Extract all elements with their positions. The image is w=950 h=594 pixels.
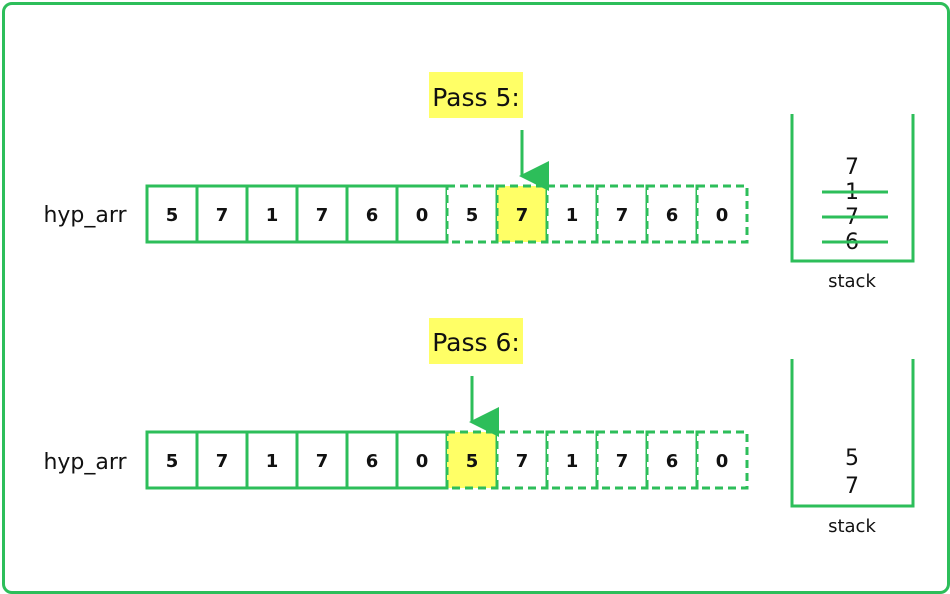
array-cell-value: 7 [216,205,229,226]
stack-values: 57 [845,446,859,499]
pass-label-highlight [429,318,523,364]
array-cell-value: 6 [666,451,679,472]
array-cell-value: 6 [366,451,379,472]
array-cell-dashed [545,430,599,490]
stack-value: 7 [845,155,859,180]
array-cell-value: 1 [566,451,579,472]
pass-label-highlight [429,72,523,118]
stack-value: 7 [845,474,859,499]
array-cell-value: 7 [316,451,329,472]
array-cell-dashed [695,184,749,244]
array-cell-value: 5 [166,451,179,472]
array-cell [145,430,199,490]
pass-label: Pass 5: [432,83,520,112]
array-label: hyp_arr [43,450,127,475]
array-cell-value: 7 [316,205,329,226]
array-cells: 5 7 1 7 6 0 5 7 1 7 6 0 [145,130,749,244]
array-cell-value: 0 [416,205,429,226]
array-cell-value: 5 [166,205,179,226]
array-cell-value: 1 [566,205,579,226]
array-cell [145,184,199,244]
array-cell [195,184,249,244]
stack-caption: stack [828,516,876,537]
array-cell-value: 6 [666,205,679,226]
array-cell-value: 5 [466,205,479,226]
stack-value: 5 [845,446,859,471]
array-cell [295,430,349,490]
array-cell [345,430,399,490]
array-cell [295,184,349,244]
array-cell-value: 1 [266,451,279,472]
array-cell-dashed [445,184,499,244]
array-cell-value: 1 [266,205,279,226]
array-cell [245,184,299,244]
array-cell-value: 6 [366,205,379,226]
array-cell-value: 0 [416,451,429,472]
array-cell-highlighted [445,430,499,490]
array-cell-value: 7 [616,205,629,226]
array-cell-value: 7 [616,451,629,472]
array-cells: 5 7 1 7 6 0 5 7 1 7 6 0 [145,376,749,490]
array-cell-dashed [645,184,699,244]
array-cell-dashed [695,430,749,490]
array-cell-value: 7 [216,451,229,472]
array-cell [245,430,299,490]
stack-container [790,359,915,508]
stack-caption: stack [828,271,876,292]
array-cell-value: 0 [716,205,729,226]
pass-label: Pass 6: [432,328,520,357]
array-label: hyp_arr [43,203,127,228]
array-cell-value: 0 [716,451,729,472]
array-cell-value: 7 [516,451,529,472]
array-cell-value: 5 [466,451,479,472]
array-cell [345,184,399,244]
array-cell-dashed [595,184,649,244]
array-cell-value: 7 [516,205,529,226]
stack-container [790,114,915,263]
array-cell-dashed [495,430,549,490]
